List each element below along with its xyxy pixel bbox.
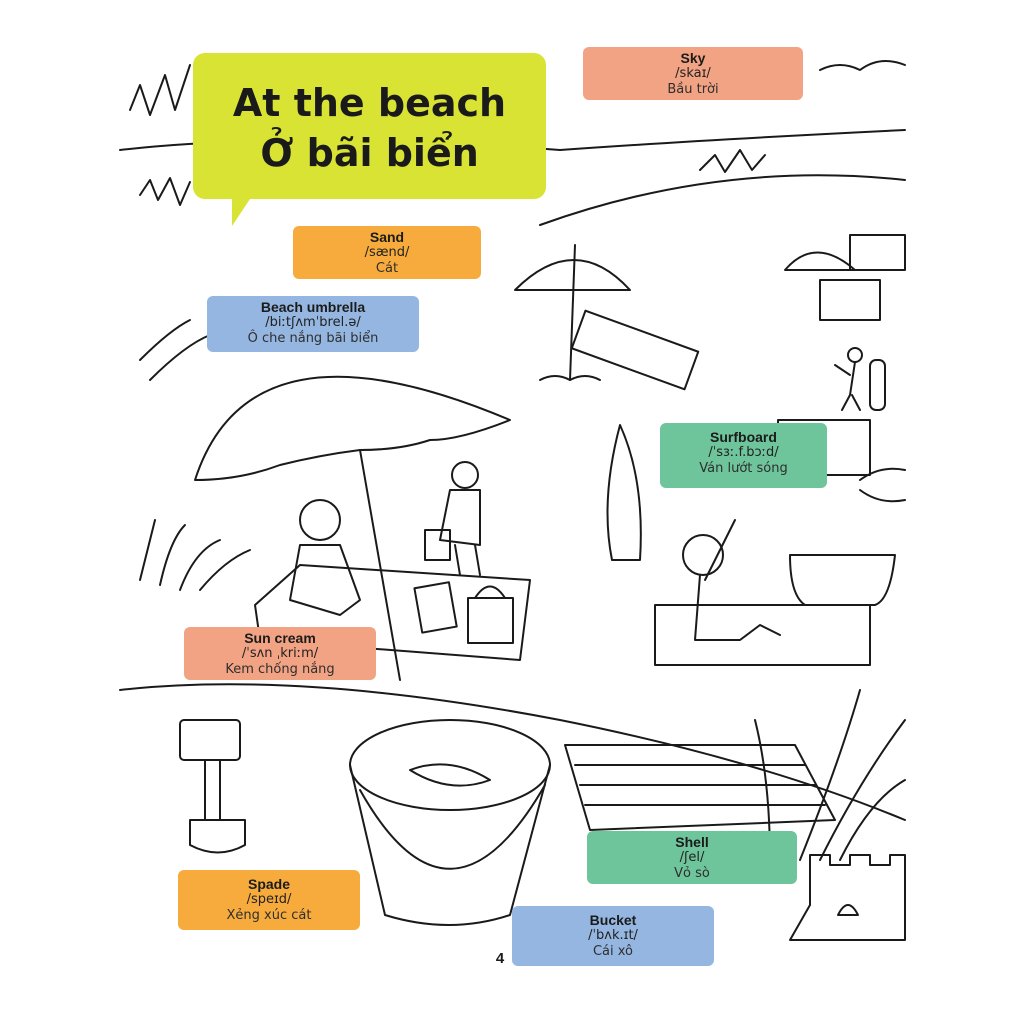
card-phonetic: /sænd/ [364,245,410,260]
wooden-board [564,744,836,831]
card-phonetic: /skaɪ/ [675,66,711,81]
card-word: Sand [369,229,405,245]
card-translation: Xẻng xúc cát [226,908,312,923]
waves [539,375,601,381]
ground-line [119,683,906,821]
dune-line-1 [559,129,906,151]
child-figure [847,347,863,363]
woman-lying-head [682,534,724,576]
card-translation: Cái xô [592,944,634,959]
picnic-basket [789,554,896,606]
striped-blanket [654,604,871,666]
card-phonetic: /ʃel/ [679,850,705,865]
title-bubble-tail [232,196,252,226]
card-word: Spade [247,876,290,892]
grass-tuft-left [139,177,191,206]
card-shell: Shell /ʃel/ Vỏ sò [587,831,797,884]
card-sand: Sand /sænd/ Cát [293,226,481,279]
card-word: Surfboard [710,429,777,445]
card-word: Bucket [589,912,637,928]
title-bubble [193,53,546,199]
small-bucket [424,529,451,561]
card-word: Sky [680,50,706,66]
card-phonetic: /ˈsɜː.f.bɔːd/ [708,445,779,460]
basket-bag [467,597,514,644]
card-translation: Kem chống nắng [225,662,335,677]
small-umbrella [514,259,631,291]
dune-line-2 [539,174,906,226]
card-surfboard: Surfboard /ˈsɜː.f.bɔːd/ Ván lướt sóng [660,423,827,488]
card-word: Sun cream [244,630,316,646]
beach-umbrella [194,375,511,481]
title-vietnamese: Ở bãi biển [260,131,479,175]
grass-tuft-top-left [129,64,191,116]
spade-handle [179,719,241,761]
sun-cream-book [413,581,458,634]
title-english: At the beach [232,81,507,125]
towel-top [570,309,700,391]
grass-middle-left [139,519,251,591]
card-spade: Spade /speɪd/ Xẻng xúc cát [178,870,360,930]
sandcastle [789,854,906,941]
card-sky: Sky /skaɪ/ Bầu trời [583,47,803,100]
grass-right [754,689,906,861]
card-translation: Ván lướt sóng [699,461,788,476]
umbrella-pole [359,449,401,681]
card-phonetic: /ˈsʌn ˌkriːm/ [241,646,319,661]
card-phonetic: /ˈbʌk.ɪt/ [588,928,638,943]
card-translation: Ô che nắng bãi biển [247,331,379,346]
cloud [819,60,906,71]
card-bucket: Bucket /ˈbʌk.ɪt/ Cái xô [512,906,714,966]
fish [409,763,491,787]
card-translation: Vỏ sò [674,866,710,881]
card-word: Beach umbrella [260,299,366,315]
small-surfboard [869,359,886,411]
card-phonetic: /biːtʃʌmˈbrel.ə/ [265,315,361,330]
spade-blade [189,819,246,854]
card-sun-cream: Sun cream /ˈsʌn ˌkriːm/ Kem chống nắng [184,627,376,680]
card-word: Shell [675,834,709,850]
far-umbrella [784,251,856,271]
surfboard-upright [606,424,642,561]
woman-sitting-head [299,499,341,541]
card-beach-umbrella: Beach umbrella /biːtʃʌmˈbrel.ə/ Ô che nắ… [207,296,419,352]
card-translation: Bầu trời [667,82,719,97]
card-phonetic: /speɪd/ [246,892,292,907]
grass-upper-left [139,319,211,381]
big-bucket-body [349,764,551,926]
page-title: At the beach Ở bãi biển [193,78,546,178]
bucket-handle [359,784,546,870]
card-translation: Cát [375,261,399,276]
woman-standing-head [451,461,479,489]
page-number: 4 [495,950,505,967]
